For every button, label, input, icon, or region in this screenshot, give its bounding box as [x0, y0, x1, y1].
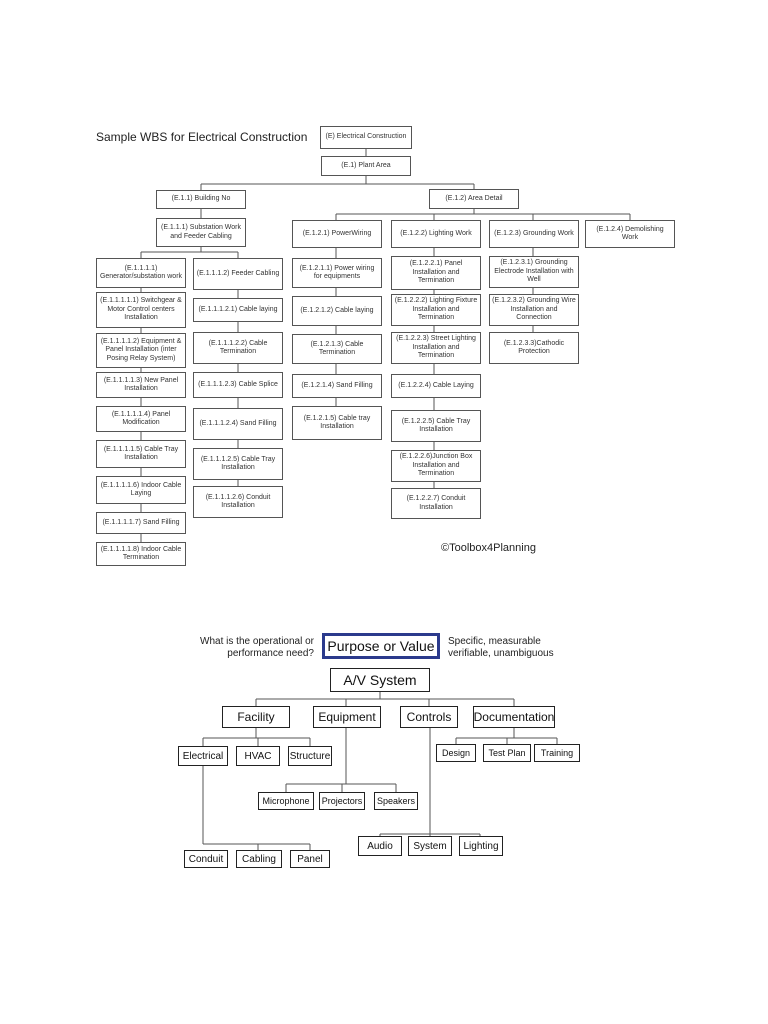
structure-node: Structure [288, 746, 332, 766]
hvac-node: HVAC [236, 746, 280, 766]
electrical-node: Electrical [178, 746, 228, 766]
question-text: What is the operational or performance n… [200, 636, 314, 659]
av-system-node: A/V System [330, 668, 430, 692]
wbs-node-sand-filling-b: (E.1.1.1.2.4) Sand Filling [193, 408, 283, 440]
wbs-node-indoor-cable-laying: (E.1.1.1.1.6) Indoor Cable Laying [96, 476, 186, 504]
wbs-node-building: (E.1.1) Building No [156, 190, 246, 209]
equipment-node: Equipment [313, 706, 381, 728]
microphone-node: Microphone [258, 792, 314, 810]
wbs-node-electrical-construction: (E) Electrical Construction [320, 126, 412, 149]
wbs-node-feeder-cabling: (E.1.1.1.2) Feeder Cabling [193, 258, 283, 290]
cabling-node: Cabling [236, 850, 282, 868]
wbs-node-grounding-work: (E.1.2.3) Grounding Work [489, 220, 579, 248]
wbs-node-power-wiring: (E.1.2.1) PowerWiring [292, 220, 382, 248]
wbs-node-cable-splice: (E.1.1.1.2.3) Cable Splice [193, 372, 283, 398]
wbs-node-cable-termination-c: (E.1.2.1.3) Cable Termination [292, 334, 382, 364]
wbs-node-grounding-electrode: (E.1.2.3.1) Grounding Electrode Installa… [489, 256, 579, 288]
wbs-title: Sample WBS for Electrical Construction [96, 130, 308, 144]
wbs-node-plant-area: (E.1) Plant Area [321, 156, 411, 176]
lighting-node: Lighting [459, 836, 503, 856]
panel-node: Panel [290, 850, 330, 868]
wbs-node-conduit-d: (E.1.2.2.7) Conduit Installation [391, 488, 481, 519]
wbs-node-cable-laying-c: (E.1.2.1.2) Cable laying [292, 296, 382, 326]
wbs-node-cable-termination-b: (E.1.1.1.2.2) Cable Termination [193, 332, 283, 364]
wbs-node-grounding-wire: (E.1.2.3.2) Grounding Wire Installation … [489, 294, 579, 326]
wbs-node-equipment-panel: (E.1.1.1.1.2) Equipment & Panel Installa… [96, 333, 186, 368]
wbs-node-indoor-cable-termination: (E.1.1.1.1.8) Indoor Cable Termination [96, 542, 186, 566]
wbs-node-demolishing-work: (E.1.2.4) Demolishing Work [585, 220, 675, 248]
facility-node: Facility [222, 706, 290, 728]
system-node: System [408, 836, 452, 856]
training-node: Training [534, 744, 580, 762]
wbs-node-power-wiring-equipments: (E.1.2.1.1) Power wiring for equipments [292, 258, 382, 288]
wbs-node-area-detail: (E.1.2) Area Detail [429, 189, 519, 209]
test-plan-node: Test Plan [483, 744, 531, 762]
projectors-node: Projectors [319, 792, 365, 810]
audio-node: Audio [358, 836, 402, 856]
copyright-text: ©Toolbox4Planning [441, 542, 536, 554]
wbs-node-cable-tray-b: (E.1.1.1.2.5) Cable Tray Installation [193, 448, 283, 480]
wbs-node-cable-laying-d: (E.1.2.2.4) Cable Laying [391, 374, 481, 398]
wbs-node-cable-tray-d: (E.1.2.2.5) Cable Tray Installation [391, 410, 481, 442]
wbs-node-new-panel: (E.1.1.1.1.3) New Panel Installation [96, 372, 186, 398]
wbs-node-substation: (E.1.1.1) Substation Work and Feeder Cab… [156, 218, 246, 247]
wbs-node-lighting-work: (E.1.2.2) Lighting Work [391, 220, 481, 248]
controls-node: Controls [400, 706, 458, 728]
wbs-node-conduit-b: (E.1.1.1.2.6) Conduit Installation [193, 486, 283, 518]
wbs-node-sand-filling-a: (E.1.1.1.1.7) Sand Filling [96, 512, 186, 534]
criteria-text: Specific, measurable verifiable, unambig… [448, 636, 554, 659]
documentation-node: Documentation [473, 706, 555, 728]
wbs-node-lighting-fixture: (E.1.2.2.2) Lighting Fixture Installatio… [391, 294, 481, 326]
conduit-node: Conduit [184, 850, 228, 868]
purpose-value-box: Purpose or Value [322, 633, 440, 659]
wbs-node-cable-tray-a: (E.1.1.1.1.5) Cable Tray Installation [96, 440, 186, 468]
wbs-node-sand-filling-c: (E.1.2.1.4) Sand Filling [292, 374, 382, 398]
wbs-node-cathodic-protection: (E.1.2.3.3)Cathodic Protection [489, 332, 579, 364]
wbs-node-cable-tray-c: (E.1.2.1.5) Cable tray Installation [292, 406, 382, 440]
wbs-node-switchgear: (E.1.1.1.1.1) Switchgear & Motor Control… [96, 292, 186, 328]
speakers-node: Speakers [374, 792, 418, 810]
wbs-node-cable-laying-b: (E.1.1.1.2.1) Cable laying [193, 298, 283, 322]
wbs-node-panel-modification: (E.1.1.1.1.4) Panel Modification [96, 406, 186, 432]
wbs-node-generator-substation: (E.1.1.1.1) Generator/substation work [96, 258, 186, 288]
design-node: Design [436, 744, 476, 762]
wbs-node-street-lighting: (E.1.2.2.3) Street Lighting Installation… [391, 332, 481, 364]
wbs-node-junction-box: (E.1.2.2.6)Junction Box Installation and… [391, 450, 481, 482]
wbs-node-panel-installation: (E.1.2.2.1) Panel Installation and Termi… [391, 256, 481, 290]
